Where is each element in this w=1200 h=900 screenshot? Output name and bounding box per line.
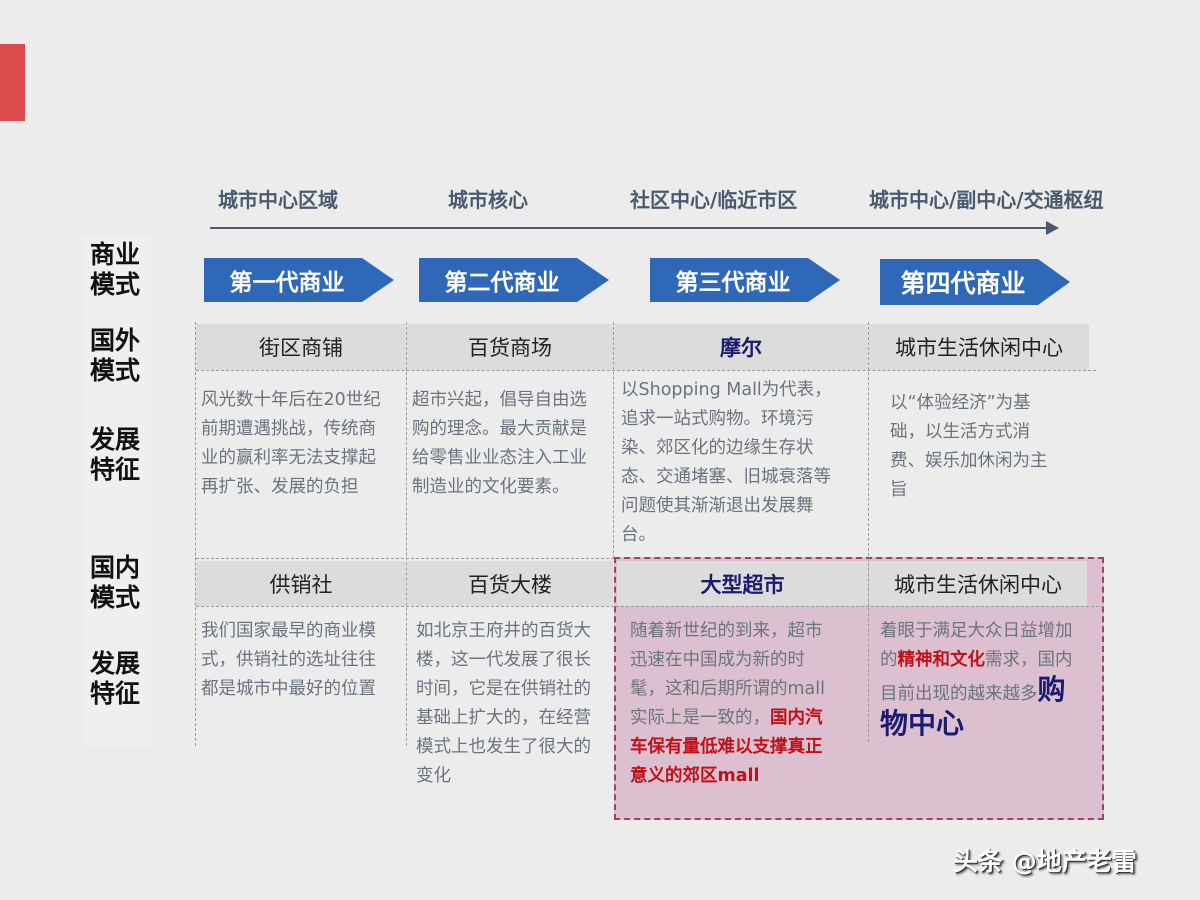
foreign-header-1: 街区商铺 bbox=[196, 324, 406, 370]
domestic-desc-2: 如北京王府井的百货大楼，这一代发展了很长时间，它是在供销社的基础上扩大的，在经营… bbox=[416, 621, 591, 786]
row-label-business-model: 商业模式 bbox=[90, 240, 141, 299]
watermark: 头条 @地产老雷 bbox=[953, 847, 1137, 876]
grid-line bbox=[196, 370, 1096, 371]
row-label-column bbox=[82, 236, 152, 746]
location-label-2: 城市核心 bbox=[448, 188, 528, 212]
foreign-desc-4: 以“体验经济”为基础，以生活方式消费、娱乐加休闲为主旨 bbox=[890, 393, 1048, 500]
arrow-tip-icon bbox=[577, 258, 609, 302]
location-label-1: 城市中心区域 bbox=[218, 188, 338, 212]
grid-line bbox=[195, 322, 196, 746]
foreign-desc-2: 超市兴起，倡导自由选购的理念。最大贡献是给零售业业态注入工业制造业的文化要素。 bbox=[412, 390, 587, 497]
generation-arrow-3: 第三代商业 bbox=[650, 258, 840, 302]
generation-label: 第一代商业 bbox=[204, 258, 362, 302]
grid-line bbox=[196, 606, 1104, 607]
foreign-header-2: 百货商场 bbox=[407, 324, 613, 370]
domestic-header-1: 供销社 bbox=[196, 561, 406, 606]
location-label-4: 城市中心/副中心/交通枢纽 bbox=[869, 188, 1104, 212]
foreign-desc-1: 风光数十年后在20世纪前期遭遇挑战，传统商业的赢利率无法支撑起再扩张、发展的负担 bbox=[201, 390, 381, 497]
foreign-desc-3: 以Shopping Mall为代表，追求一站式购物。环境污染、郊区化的边缘生存状… bbox=[621, 380, 832, 545]
arrow-tip-icon bbox=[808, 258, 840, 302]
domestic-desc-1: 我们国家最早的商业模式，供销社的选址往往都是城市中最好的位置 bbox=[201, 621, 376, 699]
domestic-header-4: 城市生活休闲中心 bbox=[869, 561, 1087, 606]
row-label-domestic-features: 发展特征 bbox=[90, 649, 141, 708]
domestic-desc-3: 随着新世纪的到来，超市迅速在中国成为新的时髦，这和后期所谓的mall实际上是一致… bbox=[630, 617, 835, 791]
desc-normal-text: 着眼于满足大众日益增加的 bbox=[880, 621, 1073, 670]
generation-arrow-1: 第一代商业 bbox=[204, 258, 394, 302]
arrow-tip-icon bbox=[362, 258, 394, 302]
arrow-tip-icon bbox=[1038, 259, 1070, 305]
generation-arrow-4: 第四代商业 bbox=[880, 259, 1070, 305]
generation-label: 第二代商业 bbox=[419, 258, 577, 302]
location-label-3: 社区中心/临近市区 bbox=[630, 188, 798, 212]
desc-normal-text: 随着新世纪的到来，超市迅速在中国成为新的时髦，这和后期所谓的mall实际上是一致… bbox=[630, 621, 825, 728]
timeline-line bbox=[210, 227, 1050, 229]
row-label-domestic-model: 国内模式 bbox=[90, 553, 141, 612]
grid-line bbox=[868, 322, 869, 742]
row-label-foreign-features: 发展特征 bbox=[90, 425, 141, 484]
foreign-header-3: 摩尔 bbox=[614, 324, 868, 370]
grid-line bbox=[613, 322, 614, 558]
generation-label: 第三代商业 bbox=[650, 258, 808, 302]
domestic-desc-4: 着眼于满足大众日益增加的精神和文化需求，国内目前出现的越来越多购物中心 bbox=[880, 617, 1085, 743]
generation-label: 第四代商业 bbox=[880, 259, 1038, 305]
foreign-header-4: 城市生活休闲中心 bbox=[869, 324, 1089, 370]
domestic-header-2: 百货大楼 bbox=[407, 561, 613, 606]
grid-line bbox=[196, 558, 614, 559]
desc-normal-text: 需求，国内目前出现的越来越多 bbox=[880, 650, 1073, 704]
accent-bar bbox=[0, 44, 25, 121]
domestic-header-3: 大型超市 bbox=[617, 561, 868, 606]
desc-big-text: 购物中心 bbox=[880, 673, 1066, 740]
row-label-foreign-model: 国外模式 bbox=[90, 326, 141, 385]
desc-emphasis-text: 国内汽车保有量低难以支撑真正意义的郊区mall bbox=[630, 708, 823, 786]
desc-emphasis-text: 精神和文化 bbox=[897, 650, 986, 670]
timeline-arrow-icon bbox=[1046, 221, 1059, 235]
generation-arrow-2: 第二代商业 bbox=[419, 258, 609, 302]
grid-line bbox=[406, 322, 407, 746]
